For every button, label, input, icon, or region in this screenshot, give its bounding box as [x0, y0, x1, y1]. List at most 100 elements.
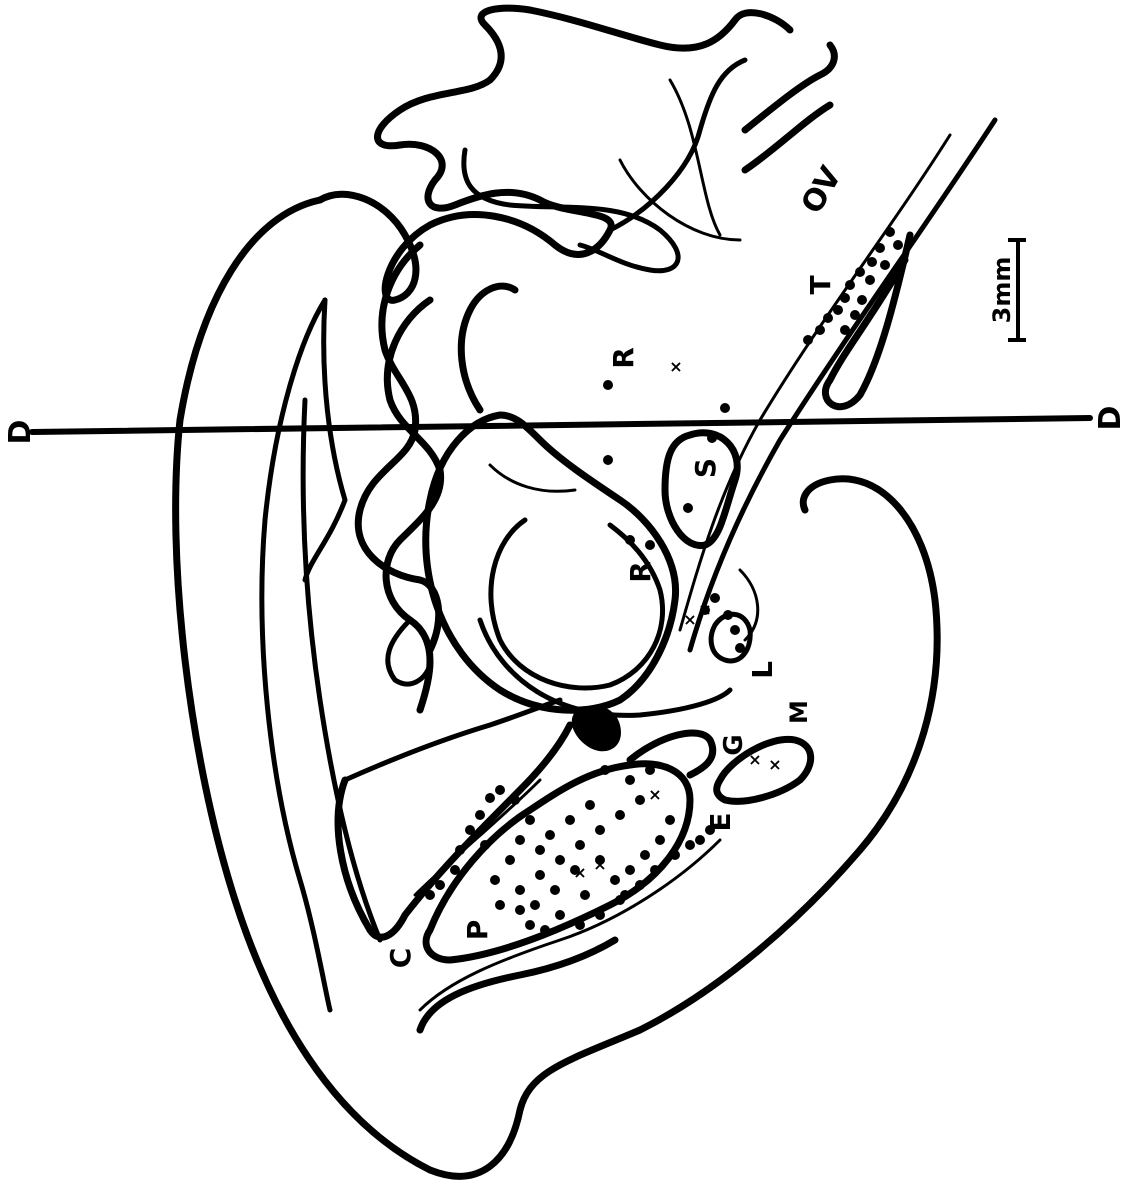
scale-bar: 3mm — [988, 240, 1026, 340]
stipple-dot — [555, 855, 565, 865]
stipple-dot — [885, 227, 895, 237]
upper-fold-right — [610, 60, 745, 230]
label-r-upper: R — [607, 347, 640, 369]
stipple-dot — [535, 870, 545, 880]
stipple-dot — [540, 925, 550, 935]
cross-mark: × — [573, 863, 586, 882]
stipple-dot — [505, 855, 515, 865]
stipple-dot — [525, 920, 535, 930]
stipple-dot — [605, 735, 615, 745]
left-fold-3 — [461, 286, 515, 410]
label-p: P — [461, 920, 494, 941]
l-loop — [711, 614, 750, 661]
stipple-dot — [857, 295, 867, 305]
duct-upper — [690, 120, 995, 650]
stipple-dot — [645, 765, 655, 775]
scale-bar-label: 3mm — [988, 257, 1016, 324]
cross-mark: × — [698, 600, 711, 619]
c-duct-inner — [345, 700, 560, 780]
upper-fold-curve-2 — [670, 80, 720, 235]
label-ov: OV — [795, 160, 850, 220]
stipple-dot — [625, 775, 635, 785]
stipple-dot — [525, 815, 535, 825]
stipple-dot — [880, 260, 890, 270]
stipple-dot — [425, 890, 435, 900]
label-r-lower: R — [624, 561, 657, 583]
stipple-dot — [610, 875, 620, 885]
main-sac-inner — [491, 520, 663, 688]
stipple-dot — [510, 795, 520, 805]
stipple-dot — [855, 267, 865, 277]
stipple-dot — [545, 830, 555, 840]
upper-lobes — [320, 8, 790, 300]
stipple-dot — [625, 865, 635, 875]
sac-inner-stroke — [490, 465, 575, 491]
stipple-dots — [425, 227, 903, 935]
stipple-dot — [595, 825, 605, 835]
stipple-dot — [645, 540, 655, 550]
stipple-dot — [823, 313, 833, 323]
cross-mark: × — [648, 785, 661, 804]
label-c: C — [384, 948, 417, 969]
label-t: T — [804, 275, 837, 294]
stipple-dot — [840, 325, 850, 335]
stipple-dot — [530, 900, 540, 910]
stipple-dot — [490, 875, 500, 885]
stipple-dot — [867, 257, 877, 267]
top-right-stroke-2 — [745, 105, 830, 170]
cross-mark: × — [593, 855, 606, 874]
label-s: S — [689, 458, 722, 478]
stipple-dot — [833, 305, 843, 315]
stipple-dot — [575, 840, 585, 850]
stipple-dot — [550, 885, 560, 895]
stipple-dot — [683, 503, 693, 513]
stipple-dot — [555, 910, 565, 920]
stipple-dot — [845, 280, 855, 290]
stipple-dot — [685, 840, 695, 850]
cross-mark: × — [683, 610, 696, 629]
stipple-dot — [480, 840, 490, 850]
label-d-right: D — [1093, 406, 1128, 431]
stipple-dot — [580, 890, 590, 900]
body-wall-inner — [262, 300, 330, 1010]
stipple-dot — [603, 455, 613, 465]
stipple-dot — [450, 865, 460, 875]
body-wall-line — [305, 300, 345, 580]
stipple-dot — [465, 825, 475, 835]
stipple-dot — [535, 845, 545, 855]
knot — [572, 706, 621, 752]
stipple-dot — [635, 795, 645, 805]
stipple-dot — [565, 815, 575, 825]
stipple-dot — [495, 900, 505, 910]
stipple-dot — [655, 835, 665, 845]
stipple-dot — [865, 275, 875, 285]
outer-contour — [176, 200, 938, 1176]
stipple-dot — [650, 865, 660, 875]
stipple-dot — [723, 610, 733, 620]
stipple-dot — [840, 293, 850, 303]
stipple-dot — [515, 835, 525, 845]
stipple-dot — [625, 535, 635, 545]
cross-mark: × — [748, 750, 761, 769]
cross-mark: × — [669, 357, 682, 376]
stipple-dot — [585, 733, 595, 743]
stipple-dot — [850, 310, 860, 320]
stipple-dot — [640, 850, 650, 860]
d-section-line — [32, 418, 1090, 432]
label-e: E — [704, 812, 737, 831]
stipple-dot — [575, 920, 585, 930]
stipple-dot — [635, 880, 645, 890]
stipple-dot — [435, 880, 445, 890]
stipple-dot — [600, 765, 610, 775]
label-g: G — [719, 734, 749, 755]
stipple-dot — [875, 243, 885, 253]
stipple-dot — [515, 885, 525, 895]
stipple-dot — [815, 325, 825, 335]
stipple-dot — [455, 845, 465, 855]
stipple-dot — [585, 800, 595, 810]
labels: D D R R S T L M G E P C OV — [3, 160, 1128, 968]
stipple-dot — [475, 810, 485, 820]
stipple-dot — [893, 240, 903, 250]
